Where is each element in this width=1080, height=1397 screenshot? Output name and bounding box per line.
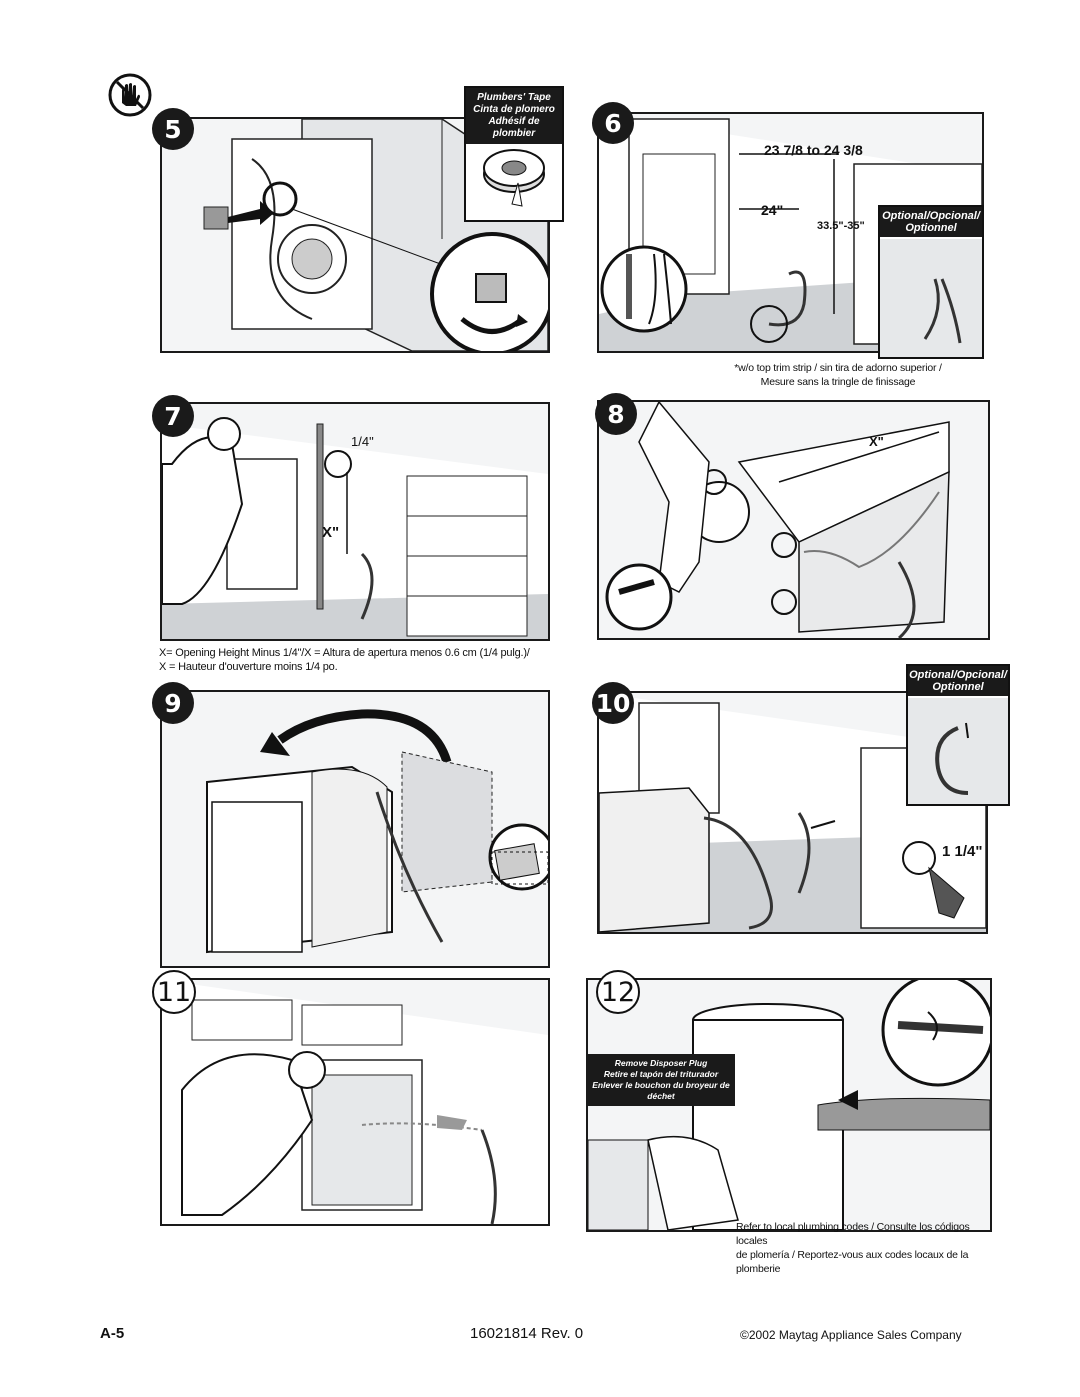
step-7-illustration: 1/4" X" <box>160 402 550 641</box>
tape-label-en: Plumbers' Tape <box>477 92 551 103</box>
optional-10-line2: Optionnel <box>932 681 984 693</box>
step-9-illustration <box>160 690 550 968</box>
step-7-number: 7 <box>152 395 194 437</box>
step-11-illustration <box>160 978 550 1226</box>
remove-disposer-plug-label: Remove Disposer Plug Retire el tapón del… <box>587 1054 735 1106</box>
plumbers-tape-label: Plumbers' Tape Cinta de plomero Adhésif … <box>464 86 564 222</box>
dim-width: 24" <box>761 202 784 218</box>
step-12-caption-line1: Refer to local plumbing codes / Consulte… <box>736 1221 970 1247</box>
step-9-number: 9 <box>152 682 194 724</box>
step-6-note-line2: Mesure sans la tringle de finissage <box>760 376 916 388</box>
dim-gap: 1/4" <box>351 434 374 449</box>
step-12-number: 12 <box>596 970 640 1014</box>
optional-label-line2: Optionnel <box>905 222 957 234</box>
optional-label-line1: Optional/Opcional/ <box>882 210 980 222</box>
dim-height: 33.5"-35" <box>817 220 865 232</box>
page-id: A-5 <box>100 1325 125 1342</box>
step-7-caption-line2: X = Hauteur d'ouverture moins 1/4 po. <box>159 661 338 673</box>
step-5-number: 5 <box>152 108 194 150</box>
step-11-number: 11 <box>152 970 196 1014</box>
step-6-optional-inset: Optional/Opcional/ Optionnel <box>878 205 984 359</box>
tape-roll-icon <box>483 149 545 207</box>
doc-number: 16021814 Rev. 0 <box>470 1325 584 1342</box>
step-7-caption-line1: X= Opening Height Minus 1/4"/X = Altura … <box>159 647 530 659</box>
dim-range: 23 7/8 to 24 3/8 <box>764 142 863 158</box>
plug-label-en: Remove Disposer Plug <box>614 1058 708 1068</box>
step-10-illustration: 1 1/4" <box>597 691 988 934</box>
plug-label-fr: Enlever le bouchon du broyeur de déchet <box>592 1080 730 1101</box>
dim-x-8: X" <box>869 434 884 449</box>
tape-label-es: Cinta de plomero <box>473 104 555 115</box>
dim-x: X" <box>322 524 340 541</box>
plug-label-es: Retire el tapón del triturador <box>603 1069 719 1079</box>
copyright: ©2002 Maytag Appliance Sales Company <box>740 1328 962 1342</box>
step-10-optional-inset: Optional/Opcional/ Optionnel <box>906 664 1010 806</box>
step-6-note-line1: *w/o top trim strip / sin tira de adorno… <box>734 362 942 374</box>
optional-10-line1: Optional/Opcional/ <box>909 669 1007 681</box>
tape-label-fr: Adhésif de plombier <box>488 116 540 139</box>
step-12-caption: Refer to local plumbing codes / Consulte… <box>736 1220 996 1276</box>
step-6-note: *w/o top trim strip / sin tira de adorno… <box>688 361 988 389</box>
step-5-illustration <box>160 117 550 353</box>
step-8-illustration: X" <box>597 400 990 640</box>
step-6-number: 6 <box>592 102 634 144</box>
dim-hole: 1 1/4" <box>942 843 983 860</box>
step-7-caption: X= Opening Height Minus 1/4"/X = Altura … <box>159 646 559 674</box>
step-12-caption-line2: de plomería / Reportez-vous aux codes lo… <box>736 1249 969 1275</box>
step-8-number: 8 <box>595 393 637 435</box>
step-10-number: 10 <box>592 682 634 724</box>
no-hand-electrical-hazard-icon <box>108 73 152 117</box>
